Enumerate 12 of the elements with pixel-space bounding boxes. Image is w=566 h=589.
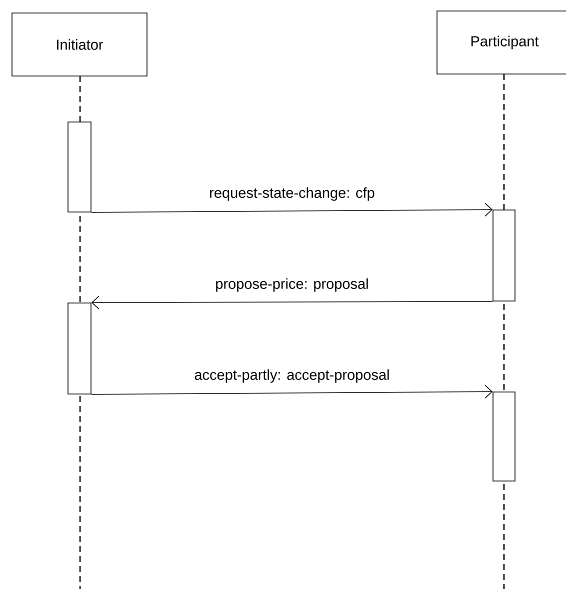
arrow — [91, 384, 493, 399]
edge-label: request-state-change: cfp — [210, 187, 374, 201]
activation-bar — [68, 122, 92, 212]
participant-box: Initiator — [12, 12, 148, 76]
arrow — [91, 296, 493, 310]
edge-label: accept-partly: accept-proposal — [194, 369, 389, 383]
activation-bar — [68, 302, 92, 394]
arrow — [91, 202, 493, 217]
participant-box: Participant — [436, 10, 566, 74]
activation-bar — [492, 392, 516, 482]
activation-bar — [492, 210, 516, 302]
edge-label: propose-price: proposal — [216, 278, 368, 292]
